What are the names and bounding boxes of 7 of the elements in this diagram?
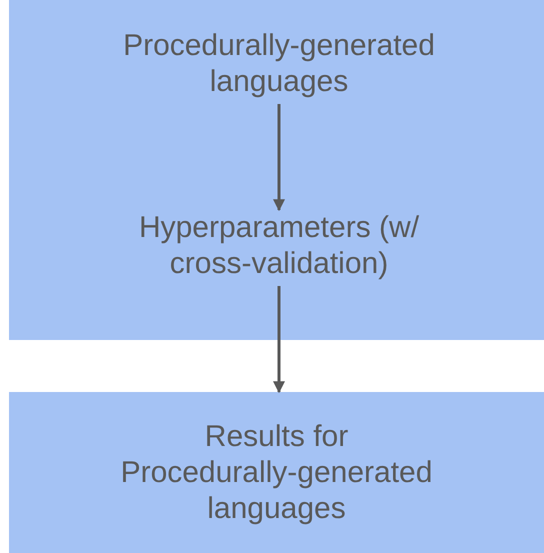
box-label: Results for Procedurally-generated languages — [120, 418, 434, 526]
step-label: Hyperparameters (w/ cross-validation) — [79, 210, 479, 282]
step-label: Procedurally-generated languages — [79, 28, 479, 100]
process-box — [9, 0, 544, 340]
arrow — [273, 104, 285, 212]
arrow — [273, 286, 285, 394]
process-box — [9, 392, 544, 553]
